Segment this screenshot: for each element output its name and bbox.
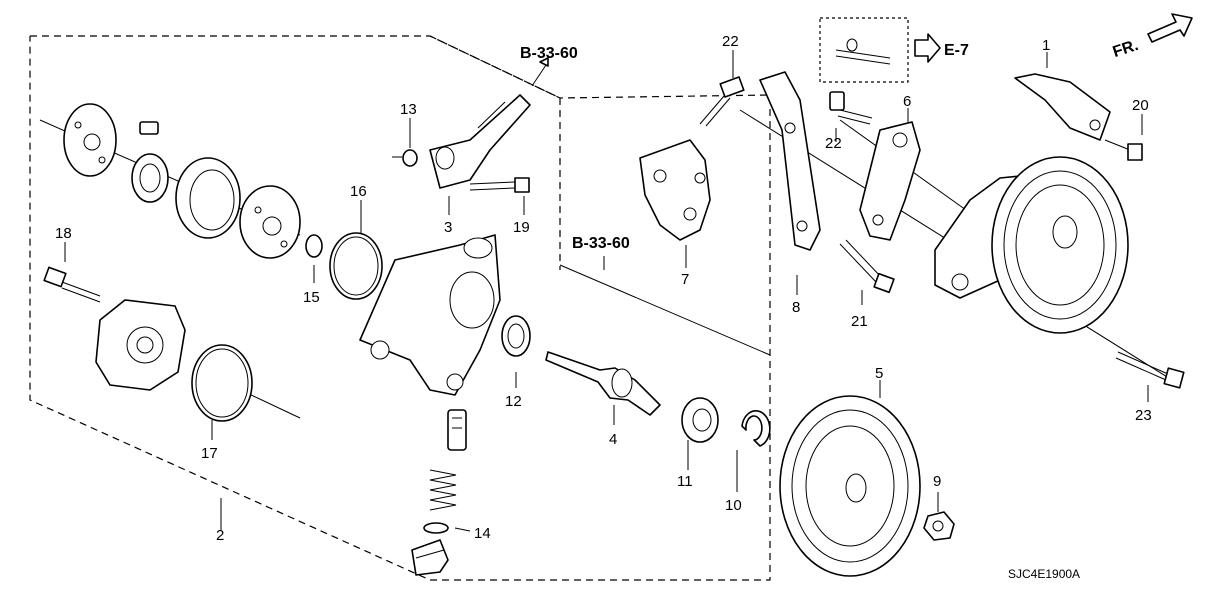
callout-6: 6 bbox=[903, 93, 911, 110]
ref-b33-mid: B-33-60 bbox=[572, 235, 630, 252]
callout-17: 17 bbox=[201, 445, 218, 462]
part-1-bracket bbox=[1014, 73, 1111, 141]
ref-front: FR. bbox=[1111, 37, 1141, 61]
callout-8: 8 bbox=[792, 299, 800, 316]
e7-arrow-icon bbox=[914, 33, 941, 63]
valve-plug bbox=[411, 539, 449, 576]
callout-22-mid: 22 bbox=[825, 135, 842, 152]
callout-1: 1 bbox=[1042, 37, 1050, 54]
drawing-code: SJC4E1900A bbox=[1008, 567, 1080, 581]
callout-7: 7 bbox=[681, 271, 689, 288]
part-20-bolt bbox=[1104, 139, 1143, 161]
callout-22-top: 22 bbox=[722, 33, 739, 50]
part-11-bearing bbox=[681, 397, 719, 443]
part-4-shaft bbox=[545, 351, 661, 416]
pump-vane bbox=[139, 121, 159, 135]
part-22-bolt-top bbox=[699, 76, 745, 127]
pump-end-plate bbox=[63, 103, 117, 177]
callout-20: 20 bbox=[1132, 97, 1149, 114]
part-10-circlip bbox=[741, 410, 771, 447]
part-17-oring bbox=[191, 344, 253, 422]
pump-pulley bbox=[991, 156, 1129, 334]
reference-bolt bbox=[835, 38, 891, 65]
callout-11: 11 bbox=[677, 473, 693, 490]
part-23-bolt bbox=[1115, 351, 1185, 389]
callout-4: 4 bbox=[609, 431, 617, 448]
valve-spring bbox=[429, 469, 457, 511]
callout-19: 19 bbox=[513, 219, 530, 236]
callout-14: 14 bbox=[474, 525, 491, 542]
ref-b33-top: B-33-60 bbox=[520, 45, 578, 62]
pump-body bbox=[359, 234, 501, 396]
callout-18: 18 bbox=[55, 225, 72, 242]
callout-3: 3 bbox=[444, 219, 452, 236]
pump-rear-cover bbox=[95, 299, 186, 391]
ref-e7: E-7 bbox=[944, 42, 969, 59]
callouts: 1 2 3 4 5 6 7 8 9 10 11 12 13 14 15 16 1… bbox=[55, 33, 1152, 544]
flow-control-valve bbox=[447, 409, 467, 451]
pump-rotor bbox=[131, 153, 169, 203]
callout-9: 9 bbox=[933, 473, 941, 490]
part-3-inlet-joint bbox=[429, 94, 531, 189]
callout-5: 5 bbox=[875, 365, 883, 382]
part-5-pulley bbox=[779, 395, 921, 577]
part-21-bolt bbox=[839, 239, 895, 294]
callout-21: 21 bbox=[851, 313, 868, 330]
pump-side-plate bbox=[239, 185, 301, 259]
part-7-bracket bbox=[639, 139, 711, 241]
part-15-oring bbox=[305, 234, 323, 258]
e7-reference-box bbox=[819, 17, 909, 83]
callout-10: 10 bbox=[725, 497, 742, 514]
front-arrow-icon bbox=[1147, 13, 1193, 43]
part-12-oil-seal bbox=[501, 315, 531, 357]
part-9-nut bbox=[923, 511, 955, 541]
callout-15: 15 bbox=[303, 289, 320, 306]
callout-13: 13 bbox=[400, 101, 417, 118]
callout-12: 12 bbox=[505, 393, 522, 410]
callout-2: 2 bbox=[216, 527, 224, 544]
part-14-oring bbox=[423, 522, 449, 534]
part-18-bolt bbox=[43, 266, 101, 303]
part-19-bolt bbox=[469, 177, 530, 193]
part-8-strap bbox=[759, 71, 821, 251]
part-22-bolt-mid bbox=[829, 91, 873, 125]
callout-23: 23 bbox=[1135, 407, 1152, 424]
part-6-stay bbox=[859, 121, 921, 241]
pump-cam-ring bbox=[175, 157, 241, 239]
part-16-oring bbox=[329, 232, 383, 300]
part-13-seal bbox=[392, 149, 418, 167]
callout-16: 16 bbox=[350, 183, 367, 200]
leader-lines bbox=[64, 50, 1149, 532]
